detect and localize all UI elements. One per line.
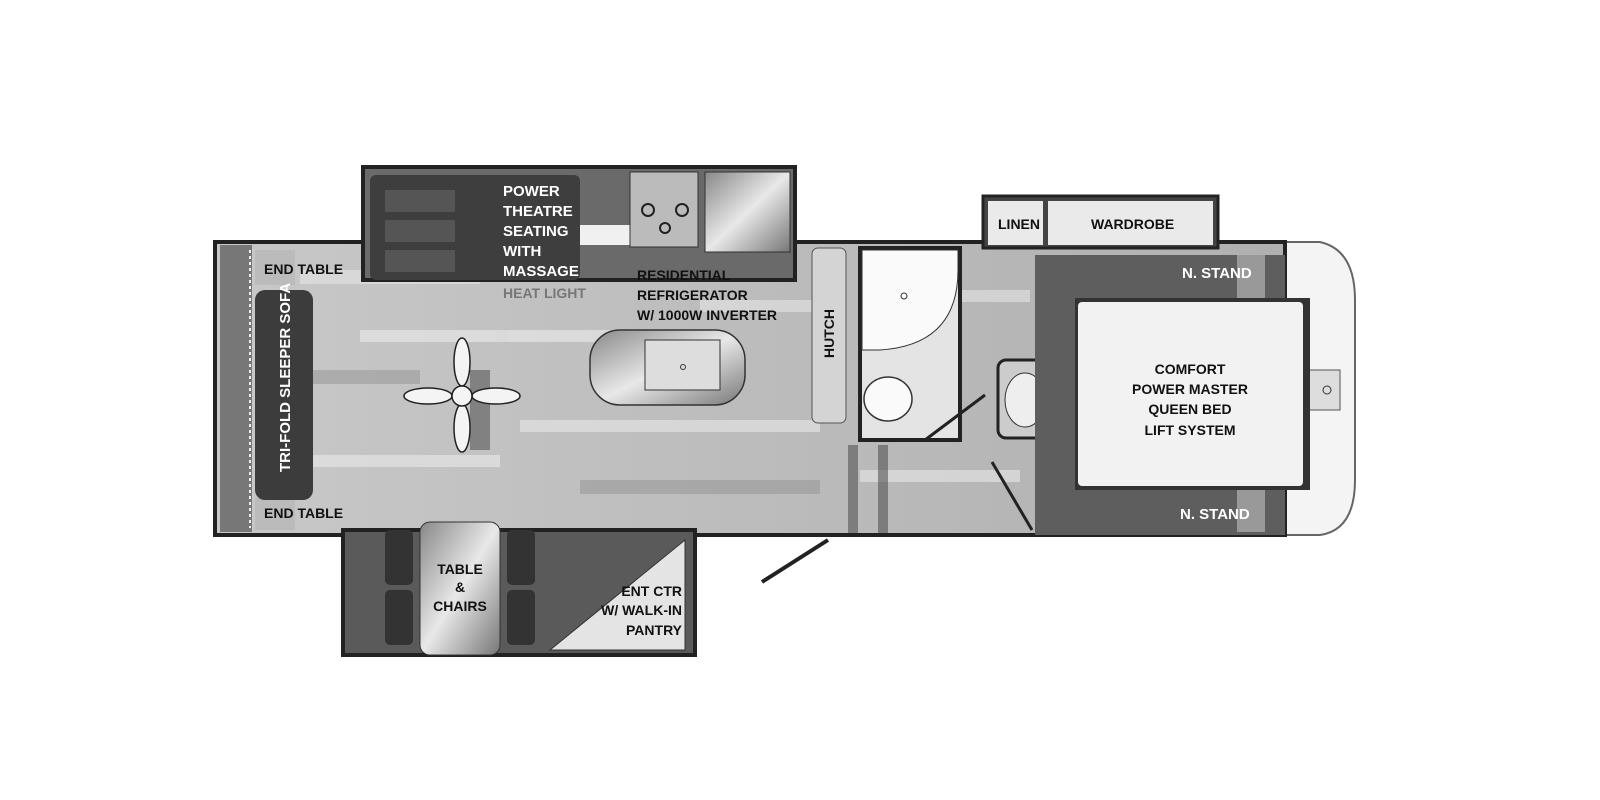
shower [861,249,959,351]
label-linen: LINEN [998,216,1040,232]
ceiling-fan-icon [403,337,521,453]
label-wardrobe: WARDROBE [1091,216,1174,232]
label-bed: COMFORT POWER MASTER QUEEN BED LIFT SYST… [1132,361,1248,438]
stove [629,171,699,248]
end-table-top [255,250,295,285]
svg-text:POWER: POWER [503,183,560,200]
svg-text:POWER MASTER: POWER MASTER [1132,381,1248,397]
svg-text:ENT CTR: ENT CTR [621,583,682,599]
label-hutch: HUTCH [821,309,837,358]
label-end-table-top: END TABLE [264,261,343,277]
bedroom-door [990,461,1034,531]
label-table: TABLE & CHAIRS [433,561,487,614]
sofa-back [220,245,252,532]
toilet-icon [863,376,913,422]
svg-text:WITH: WITH [503,243,541,260]
svg-text:RESIDENTIAL: RESIDENTIAL [637,267,731,283]
label-theatre: POWER THEATRE SEATING WITH MASSAGE [503,183,579,280]
sleeper-sofa [255,290,313,500]
linen-closet [988,201,1043,245]
counter [580,225,630,245]
svg-text:QUEEN BED: QUEEN BED [1148,401,1231,417]
svg-text:PANTRY: PANTRY [626,622,683,638]
svg-text:W/ 1000W INVERTER: W/ 1000W INVERTER [637,307,777,323]
label-nstand-top: N. STAND [1182,265,1252,282]
svg-text:SEATING: SEATING [503,223,569,240]
label-sofa: TRI-FOLD SLEEPER SOFA [277,283,294,472]
entry-steps [848,445,888,533]
svg-text:CHAIRS: CHAIRS [433,598,487,614]
nightstand-top [1237,255,1265,300]
svg-text:LIFT SYSTEM: LIFT SYSTEM [1145,422,1236,438]
end-table-bottom [255,498,295,530]
svg-text:REFRIGERATOR: REFRIGERATOR [637,287,748,303]
label-refrigerator: RESIDENTIAL REFRIGERATOR W/ 1000W INVERT… [637,267,777,323]
label-ent-center: ENT CTR W/ WALK-IN PANTRY [601,583,683,638]
svg-text:W/ WALK-IN: W/ WALK-IN [601,602,682,618]
svg-text:MASSAGE: MASSAGE [503,263,579,280]
svg-text:THEATRE: THEATRE [503,203,573,220]
label-end-table-bottom: END TABLE [264,505,343,521]
ent-center-pantry [548,538,686,651]
svg-text:COMFORT: COMFORT [1155,361,1226,377]
hutch [811,247,847,424]
svg-text:TABLE: TABLE [437,561,483,577]
label-nstand-bottom: N. STAND [1180,506,1250,523]
dinette-table [419,521,501,656]
wardrobe [1048,201,1213,245]
entry-door [760,538,830,584]
svg-text:&: & [455,579,465,595]
bath-door [924,393,986,442]
nightstand-bottom [1237,490,1265,532]
refrigerator [704,171,791,253]
label-heat-light: HEAT LIGHT [503,285,586,301]
